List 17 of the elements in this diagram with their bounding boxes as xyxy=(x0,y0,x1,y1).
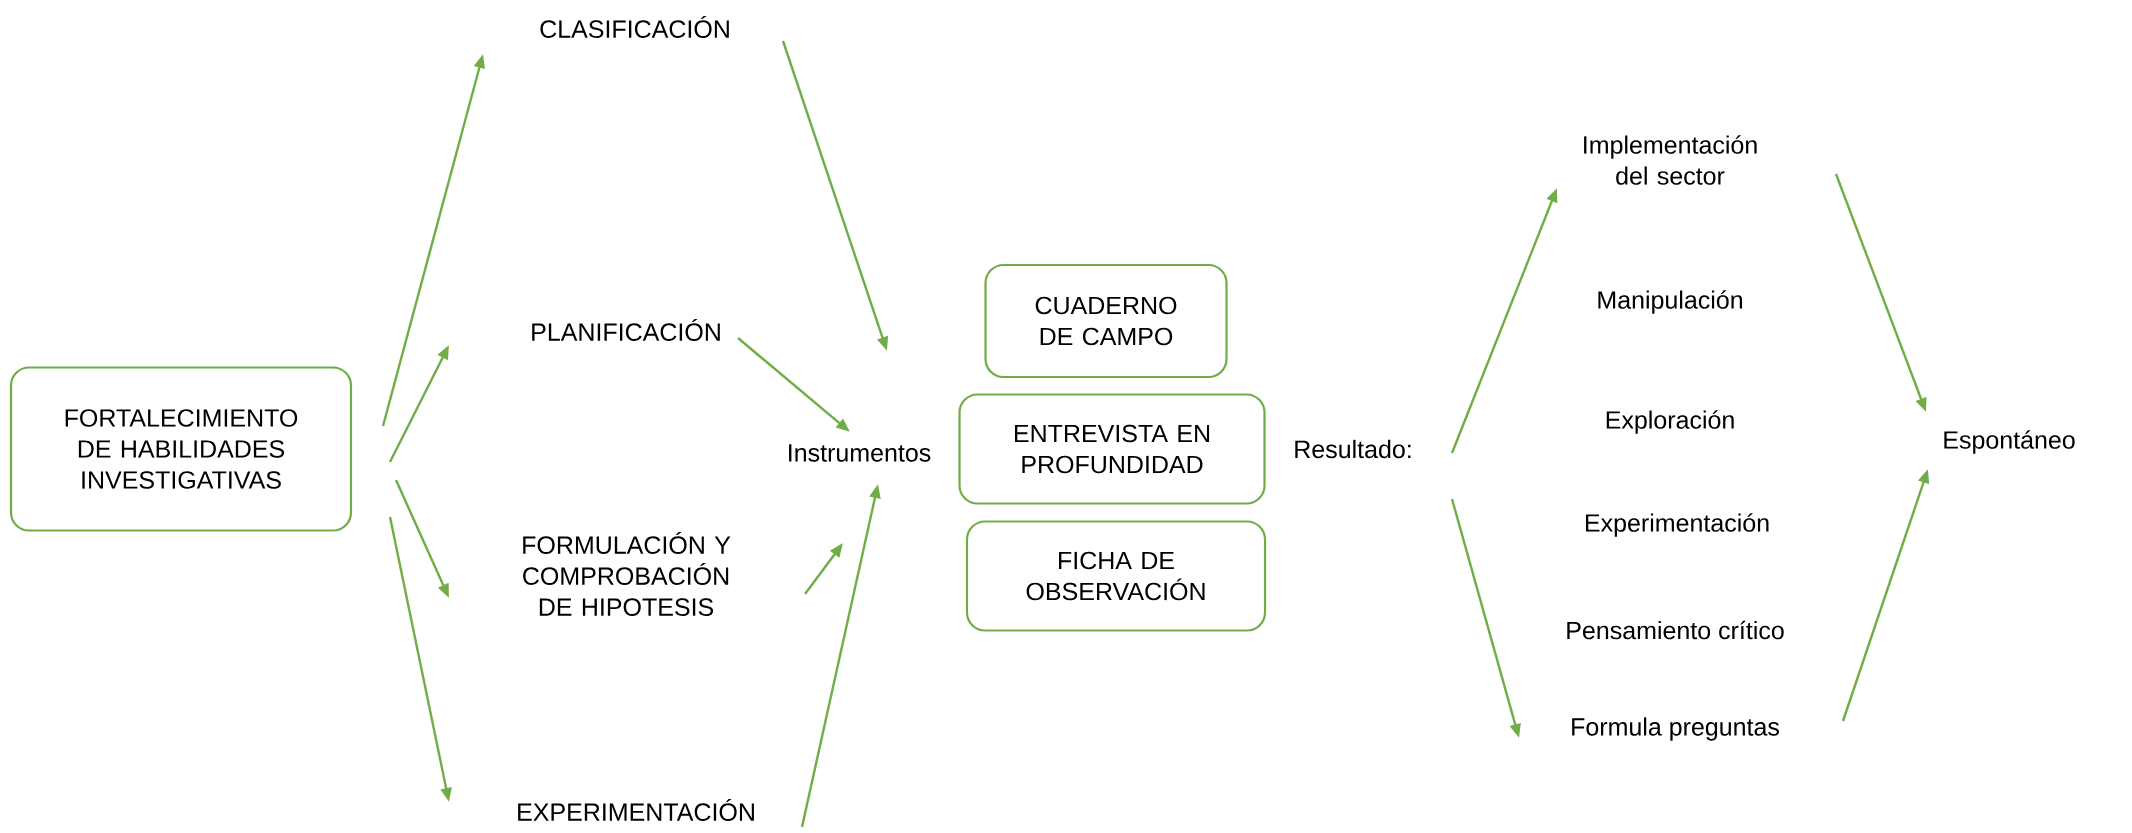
node-label: PLANIFICACIÓN xyxy=(532,319,720,341)
node-label: Experimentación xyxy=(1585,513,1769,537)
node-label: Resultado: xyxy=(1295,439,1411,459)
node-label: Espontáneo xyxy=(1944,430,2075,454)
node-label: Implementación del sector xyxy=(1584,135,1757,185)
node-label: Manipulación xyxy=(1598,290,1742,314)
rounded-box: CUADERNO DE CAMPO xyxy=(984,263,1228,379)
node-label: Pensamiento crítico xyxy=(1567,620,1784,640)
node-label: Exploración xyxy=(1606,410,1734,434)
rounded-box: FICHA DE OBSERVACIÓN xyxy=(965,520,1267,632)
node-label: Formula preguntas xyxy=(1572,717,1779,741)
node-label: Instrumentos xyxy=(789,444,931,462)
rounded-box: FORTALECIMIENTO DE HABILIDADES INVESTIGATIVAS xyxy=(9,366,353,532)
node-label: EXPERIMENTACIÓN xyxy=(518,799,754,821)
node-label: CLASIFICACIÓN xyxy=(540,16,729,38)
node-label: FORMULACIÓN Y COMPROBACIÓN DE HIPOTESIS xyxy=(523,532,731,616)
rounded-box: ENTREVISTA EN PROFUNDIDAD xyxy=(958,393,1266,505)
